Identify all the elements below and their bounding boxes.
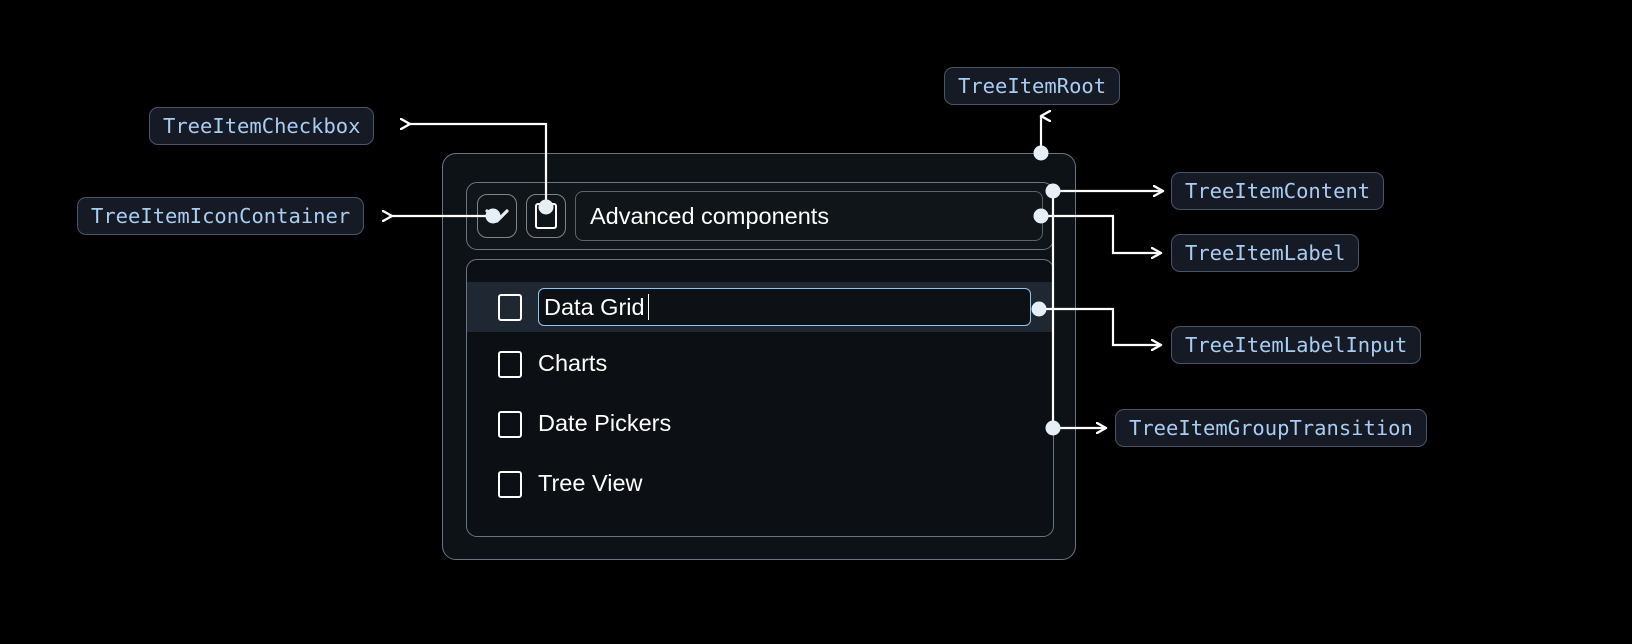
annotation-tree-item-checkbox[interactable]: TreeItemCheckbox [149, 107, 375, 145]
tree-item-label: Advanced components [575, 191, 1043, 241]
text-caret [647, 294, 650, 320]
tree-row-tree-view[interactable]: Tree View [467, 462, 1053, 506]
checkbox-unchecked-icon[interactable] [498, 410, 522, 438]
chevron-down-icon [485, 209, 509, 223]
tree-item-label: Tree View [538, 470, 643, 497]
tree-row-date-pickers[interactable]: Date Pickers [467, 402, 1053, 446]
checkbox-unchecked-icon [535, 203, 557, 229]
tree-item-checkbox[interactable] [526, 194, 566, 238]
tree-item-content[interactable]: Advanced components [466, 182, 1054, 250]
checkbox-unchecked-icon[interactable] [498, 350, 522, 378]
checkbox-unchecked-icon[interactable] [498, 470, 522, 498]
tree-item-group-transition: Data Grid Charts Date Pickers Tree View [466, 259, 1054, 537]
annotation-tree-item-label-input[interactable]: TreeItemLabelInput [1171, 326, 1422, 364]
annotation-tree-item-root[interactable]: TreeItemRoot [944, 67, 1121, 105]
tree-item-label: Charts [538, 350, 608, 377]
tree-row-data-grid[interactable]: Data Grid [467, 282, 1053, 332]
annotation-tree-item-content[interactable]: TreeItemContent [1171, 172, 1385, 210]
tree-item-label: Date Pickers [538, 410, 672, 437]
tree-item-label-input[interactable]: Data Grid [538, 288, 1031, 326]
label-input-value: Data Grid [544, 293, 645, 320]
checkbox-unchecked-icon[interactable] [498, 293, 522, 321]
tree-item-root[interactable]: Advanced components Data Grid Charts Dat… [442, 153, 1076, 560]
tree-item-icon-container[interactable] [477, 194, 517, 238]
annotation-tree-item-group-transition[interactable]: TreeItemGroupTransition [1115, 409, 1427, 447]
annotation-tree-item-icon-container[interactable]: TreeItemIconContainer [77, 197, 365, 235]
tree-row-charts[interactable]: Charts [467, 342, 1053, 386]
annotation-tree-item-label[interactable]: TreeItemLabel [1171, 234, 1360, 272]
